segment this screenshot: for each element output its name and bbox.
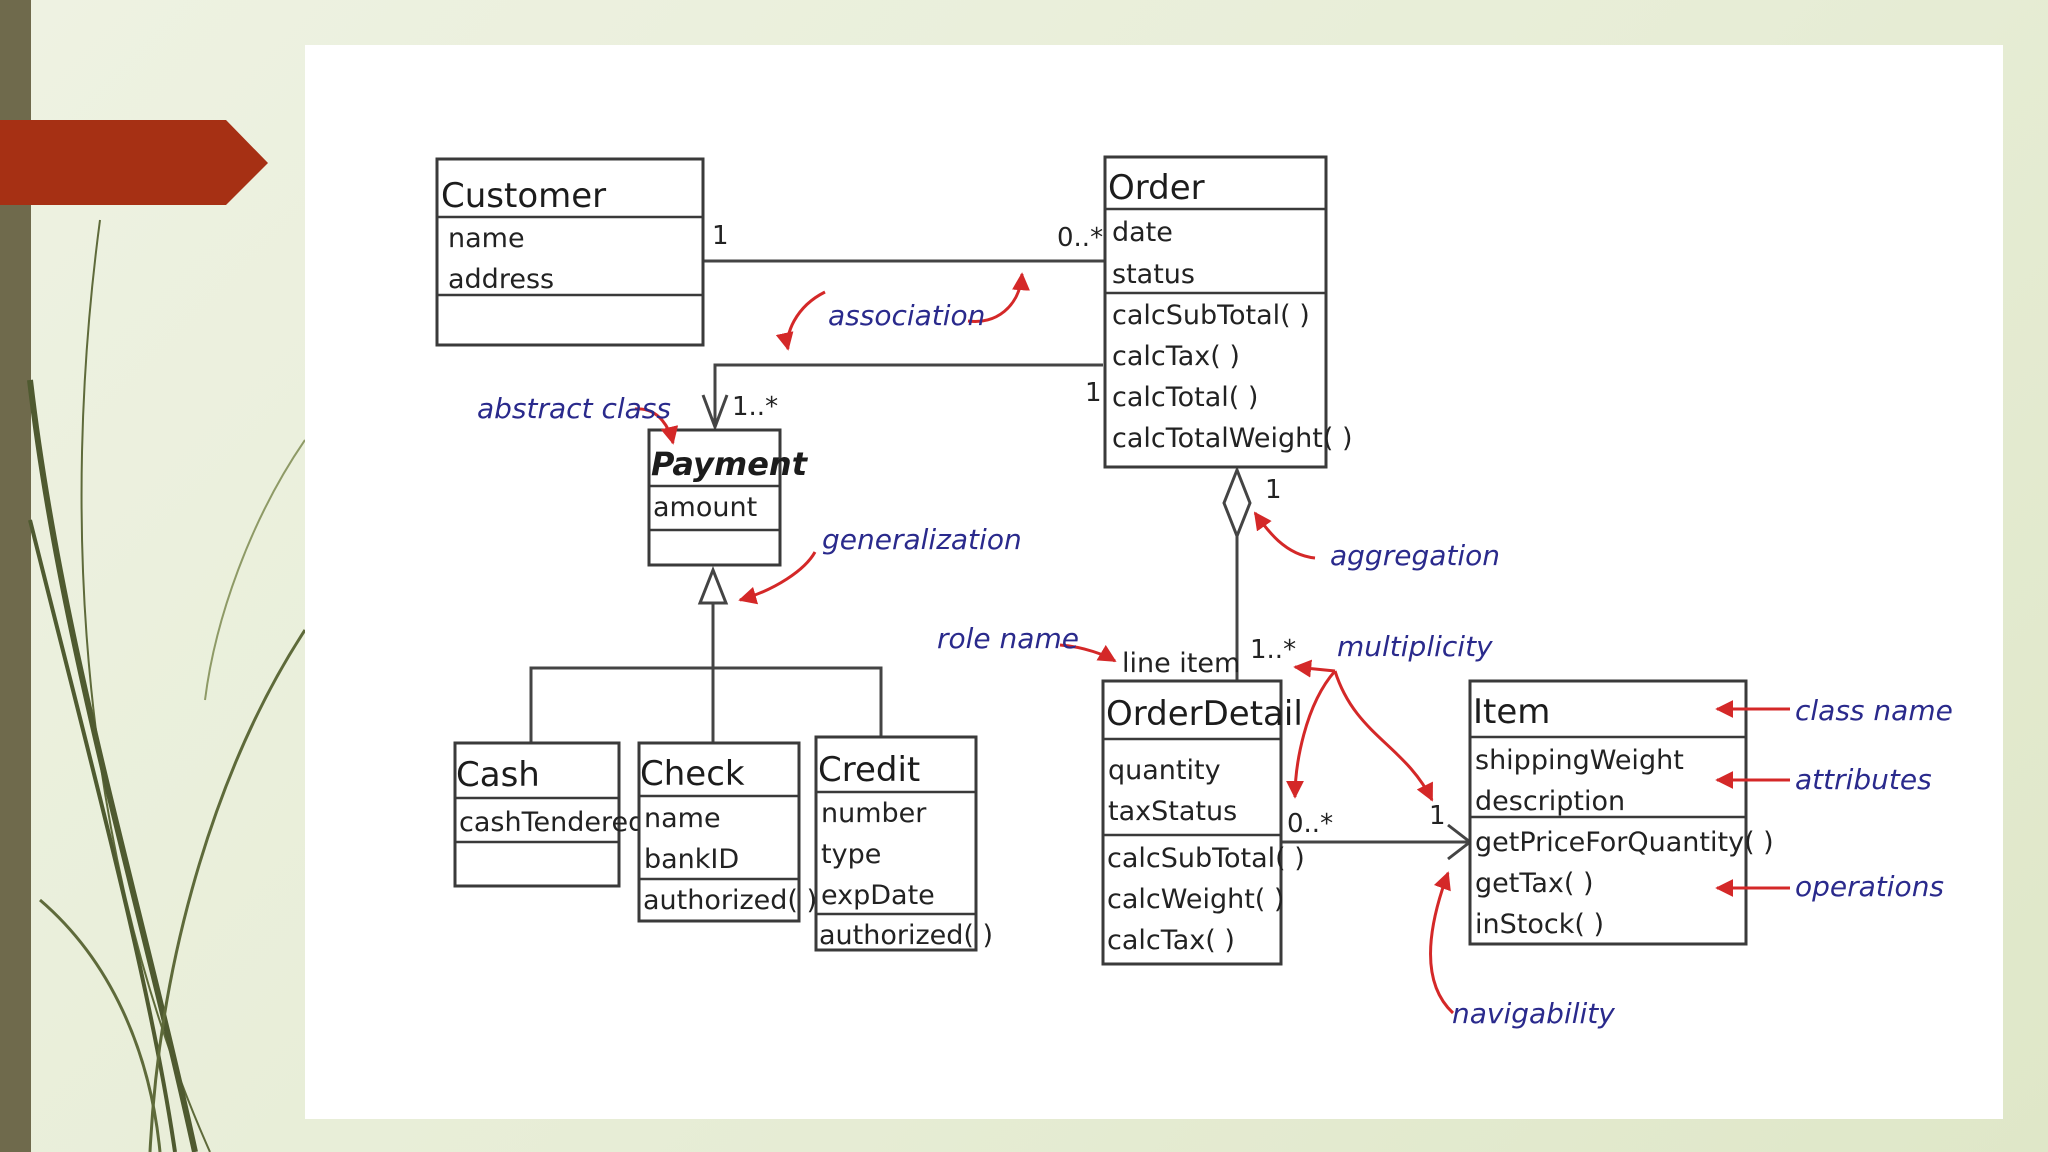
annotation-navigability: navigability <box>1452 997 1615 1030</box>
multiplicity-label: 1 <box>1265 475 1282 505</box>
uml-class-diagram: Customer name address Order date status … <box>435 155 1953 1030</box>
operation: calcTax( ) <box>1107 925 1235 956</box>
association-order-payment <box>701 363 1103 432</box>
attribute: amount <box>653 492 757 523</box>
annotation-role-name: role name <box>937 622 1079 655</box>
class-payment: Payment amount <box>647 428 809 567</box>
operation: calcSubTotal( ) <box>1107 843 1305 874</box>
class-name: Credit <box>818 750 920 790</box>
class-name: Check <box>640 754 745 794</box>
attribute: status <box>1112 259 1195 290</box>
annotation-class-name: class name <box>1795 694 1953 727</box>
annotation-generalization: generalization <box>822 523 1022 556</box>
attribute: taxStatus <box>1108 796 1237 827</box>
class-name: Cash <box>456 755 540 795</box>
attribute: shippingWeight <box>1475 745 1684 776</box>
operation: authorized( ) <box>819 920 993 951</box>
operation: calcTotal( ) <box>1112 382 1258 413</box>
aggregation-order-orderdetail <box>1222 465 1252 681</box>
attribute: cashTendered <box>459 807 645 838</box>
class-name: Customer <box>441 176 606 216</box>
class-order: Order date status calcSubTotal( ) calcTa… <box>1103 155 1353 469</box>
annotation-association: association <box>828 299 985 332</box>
multiplicity-label: 1 <box>1429 801 1446 831</box>
class-item: Item shippingWeight description getPrice… <box>1468 679 1774 946</box>
class-name: Order <box>1108 168 1205 208</box>
multiplicity-label: 0..* <box>1057 223 1103 253</box>
annotation-abstract-class: abstract class <box>477 392 671 425</box>
annotation-multiplicity: multiplicity <box>1337 630 1493 663</box>
class-name: Item <box>1473 692 1550 732</box>
annotation-operations: operations <box>1795 870 1944 903</box>
attribute: number <box>821 798 927 829</box>
attribute: description <box>1475 786 1625 817</box>
decorative-swoosh-lines <box>27 219 305 1152</box>
operation: calcTax( ) <box>1112 341 1240 372</box>
attribute: date <box>1112 217 1173 248</box>
operation: calcSubTotal( ) <box>1112 300 1310 331</box>
attribute: quantity <box>1108 755 1221 786</box>
operation: inStock( ) <box>1475 909 1604 940</box>
multiplicity-label: 1..* <box>1250 635 1296 665</box>
class-credit: Credit number type expDate authorized( ) <box>814 735 993 952</box>
operation: authorized( ) <box>643 885 817 916</box>
attribute: bankID <box>644 844 739 875</box>
class-customer: Customer name address <box>435 157 705 347</box>
class-cash: Cash cashTendered <box>453 741 645 888</box>
annotation-aggregation: aggregation <box>1330 539 1500 572</box>
multiplicity-label: 1 <box>1085 378 1102 408</box>
class-name: OrderDetail <box>1106 694 1303 734</box>
title-banner-shape <box>0 120 268 205</box>
generalization-tree <box>529 565 883 743</box>
attribute: address <box>448 264 554 295</box>
class-check: Check name bankID authorized( ) <box>637 741 817 923</box>
class-orderdetail: OrderDetail quantity taxStatus calcSubTo… <box>1101 679 1305 966</box>
class-name: Payment <box>651 445 809 483</box>
multiplicity-label: 1 <box>712 221 729 251</box>
annotation-arrows <box>634 272 1790 1015</box>
operation: calcWeight( ) <box>1107 884 1284 915</box>
annotation-attributes: attributes <box>1795 763 1932 796</box>
operation: getTax( ) <box>1475 868 1594 899</box>
multiplicity-label: 0..* <box>1287 809 1333 839</box>
operation: getPriceForQuantity( ) <box>1475 827 1774 858</box>
operation: calcTotalWeight( ) <box>1112 423 1353 454</box>
attribute: name <box>644 803 721 834</box>
attribute: name <box>448 223 525 254</box>
role-name-label: line item <box>1122 648 1240 679</box>
attribute: type <box>821 839 881 870</box>
multiplicity-label: 1..* <box>732 392 778 422</box>
attribute: expDate <box>821 880 935 911</box>
